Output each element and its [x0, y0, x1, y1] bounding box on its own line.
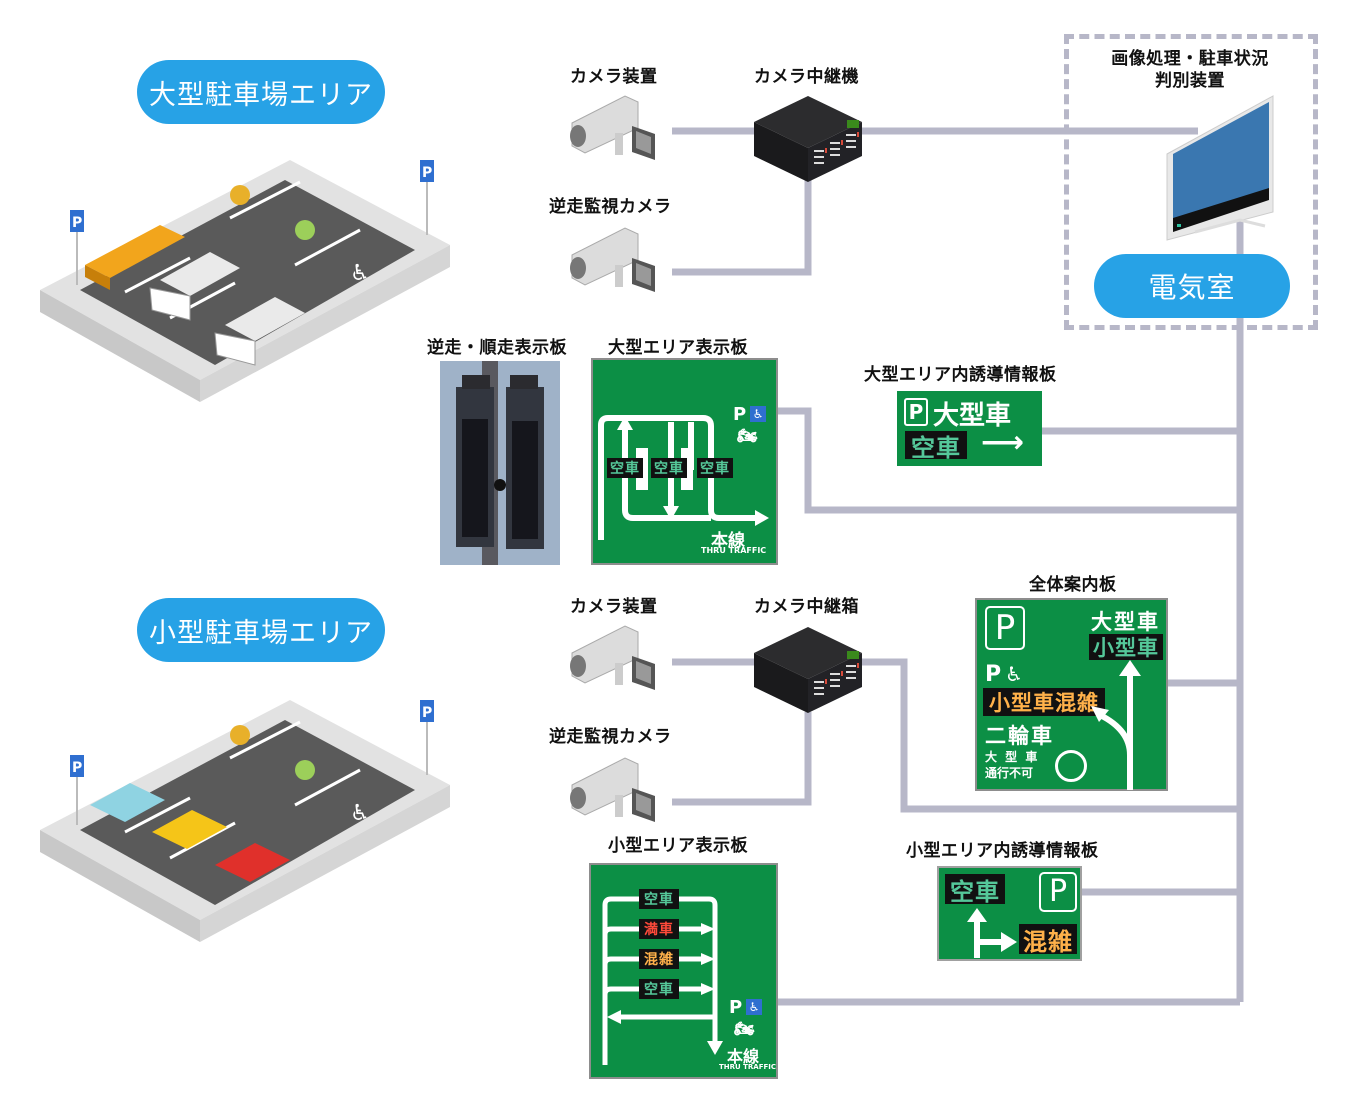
wheelchair-icon: ♿ [746, 999, 762, 1015]
motorcycle-icon: 🏍 [737, 426, 758, 445]
small-parking-lot-illustration: ♿ P P [40, 700, 450, 942]
small-area-guide-board: 空車 P 混雑 [937, 866, 1082, 961]
overall-guide-board: P 大型車 小型車 P ♿ 小型車混雑 二輪車 大 型 車 通行不可 [975, 598, 1168, 791]
large-area-led-2: 空車 [651, 458, 687, 478]
parking-sign-icon: P [420, 700, 434, 775]
truck-icon [214, 297, 305, 366]
wheelchair-icon: ♿ [350, 801, 370, 826]
small-parking-area-title: 小型駐車場エリア [137, 598, 385, 662]
wheelchair-icon: ♿ [350, 261, 370, 286]
small-area-board-label: 小型エリア表示板 [608, 836, 748, 856]
small-relay-label: カメラ中継箱 [754, 597, 859, 617]
small-area-led-4: 空車 [639, 979, 679, 999]
large-guide-board-label: 大型エリア内誘導情報板 [864, 365, 1057, 385]
branch-arrow-icon [967, 908, 1017, 958]
camera-icon [570, 95, 655, 160]
camera-icon [570, 625, 655, 690]
relay-box-icon [754, 627, 862, 713]
small-vehicle-congestion-led: 小型車混雑 [983, 688, 1105, 716]
large-area-guide-board: P 大型車 空車 ⟶ [897, 391, 1042, 466]
two-wheel-text: 二輪車 [985, 724, 1054, 748]
route-diagram-icon [598, 415, 769, 540]
wire-small-relay-to-trunk [858, 658, 1240, 813]
electric-room-label: 電気室 [1094, 254, 1290, 318]
no-large-vehicle-icon [1055, 750, 1087, 782]
small-area-led-2: 満車 [639, 919, 679, 939]
parking-p-icon: P [729, 997, 743, 1018]
wire-large-reverse-camera [672, 180, 812, 276]
svg-text:P: P [422, 165, 432, 181]
main-line-label: 本線 [711, 531, 745, 551]
no-entry-line2: 通行不可 [985, 766, 1034, 780]
reverse-board-label: 逆走・順走表示板 [427, 338, 567, 358]
thru-traffic-label: THRU TRAFFIC [719, 1063, 777, 1071]
overall-board-label: 全体案内板 [1029, 575, 1117, 595]
small-guide-status-right-led: 混雑 [1019, 924, 1077, 956]
processor-label-line1: 画像処理・駐車状況 [1111, 49, 1269, 69]
wire-large-area-board [778, 407, 1240, 514]
wheelchair-icon: ♿ [1005, 662, 1023, 686]
large-reverse-camera-label: 逆走監視カメラ [549, 197, 672, 217]
parking-p-icon: P [733, 404, 747, 425]
small-area-display-board: 空車 満車 混雑 空車 P ♿ 🏍 本線 THRU TRAFFIC [589, 863, 778, 1079]
small-reverse-camera-label: 逆走監視カメラ [549, 727, 672, 747]
wheelchair-icon: ♿ [750, 406, 766, 422]
small-guide-status-top-led: 空車 [945, 874, 1005, 906]
car-icon [90, 783, 165, 822]
scooter-icon [295, 760, 315, 780]
suv-icon [215, 843, 290, 882]
truck-icon [149, 252, 240, 321]
large-area-display-board: 空車 空車 空車 P ♿ 🏍 本線 THRU TRAFFIC [591, 358, 778, 565]
parking-p-icon: P [985, 606, 1025, 650]
parking-sign-icon: P [420, 160, 434, 235]
small-guide-board-label: 小型エリア内誘導情報板 [906, 841, 1099, 861]
large-guide-status-led: 空車 [905, 431, 967, 462]
thru-traffic-label: THRU TRAFFIC [701, 546, 767, 555]
large-area-led-1: 空車 [607, 458, 643, 478]
route-arrows-icon [1091, 660, 1141, 790]
svg-text:P: P [422, 705, 432, 721]
small-vehicle-led: 小型車 [1089, 634, 1163, 660]
reverse-forward-display-photo [440, 361, 560, 565]
large-parking-area-title: 大型駐車場エリア [137, 60, 385, 124]
small-camera-label: カメラ装置 [570, 597, 658, 617]
motorcycle-icon [230, 725, 250, 745]
motorcycle-icon: 🏍 [734, 1019, 755, 1038]
small-area-led-3: 混雑 [639, 949, 679, 969]
reverse-monitoring-camera-icon [570, 227, 655, 292]
parking-p-small-icon: P [985, 662, 1002, 687]
motorcycle-icon [230, 185, 250, 205]
parking-sign-icon: P [70, 755, 84, 825]
taxi-icon [152, 810, 227, 849]
scooter-icon [295, 220, 315, 240]
main-line-label: 本線 [727, 1047, 760, 1066]
processor-label-line2: 判別装置 [1155, 71, 1225, 91]
small-area-led-1: 空車 [639, 889, 679, 909]
electric-room-boundary [1064, 34, 1318, 330]
monitor-icon [1166, 95, 1274, 241]
svg-text:P: P [72, 215, 82, 231]
no-entry-line1: 大 型 車 [985, 750, 1040, 764]
large-vehicle-text: 大型車 [933, 401, 1012, 431]
processor-label: 画像処理・駐車状況 判別装置 [1100, 48, 1280, 92]
large-parking-lot-illustration: ♿ P P [40, 160, 450, 402]
large-relay-label: カメラ中継機 [754, 67, 859, 87]
wire-small-reverse-camera [672, 712, 812, 806]
bus-icon [85, 225, 185, 278]
large-area-led-3: 空車 [697, 458, 733, 478]
large-vehicle-text: 大型車 [1091, 610, 1160, 634]
large-area-board-label: 大型エリア表示板 [608, 338, 748, 358]
arrow-right-icon: ⟶ [981, 425, 1025, 460]
parking-p-icon: P [1039, 872, 1077, 912]
parking-sign-icon: P [70, 210, 84, 285]
parking-p-icon: P [904, 398, 928, 426]
reverse-monitoring-camera-icon [570, 757, 655, 822]
large-camera-label: カメラ装置 [570, 67, 658, 87]
relay-unit-icon [754, 96, 862, 182]
svg-text:P: P [72, 760, 82, 776]
